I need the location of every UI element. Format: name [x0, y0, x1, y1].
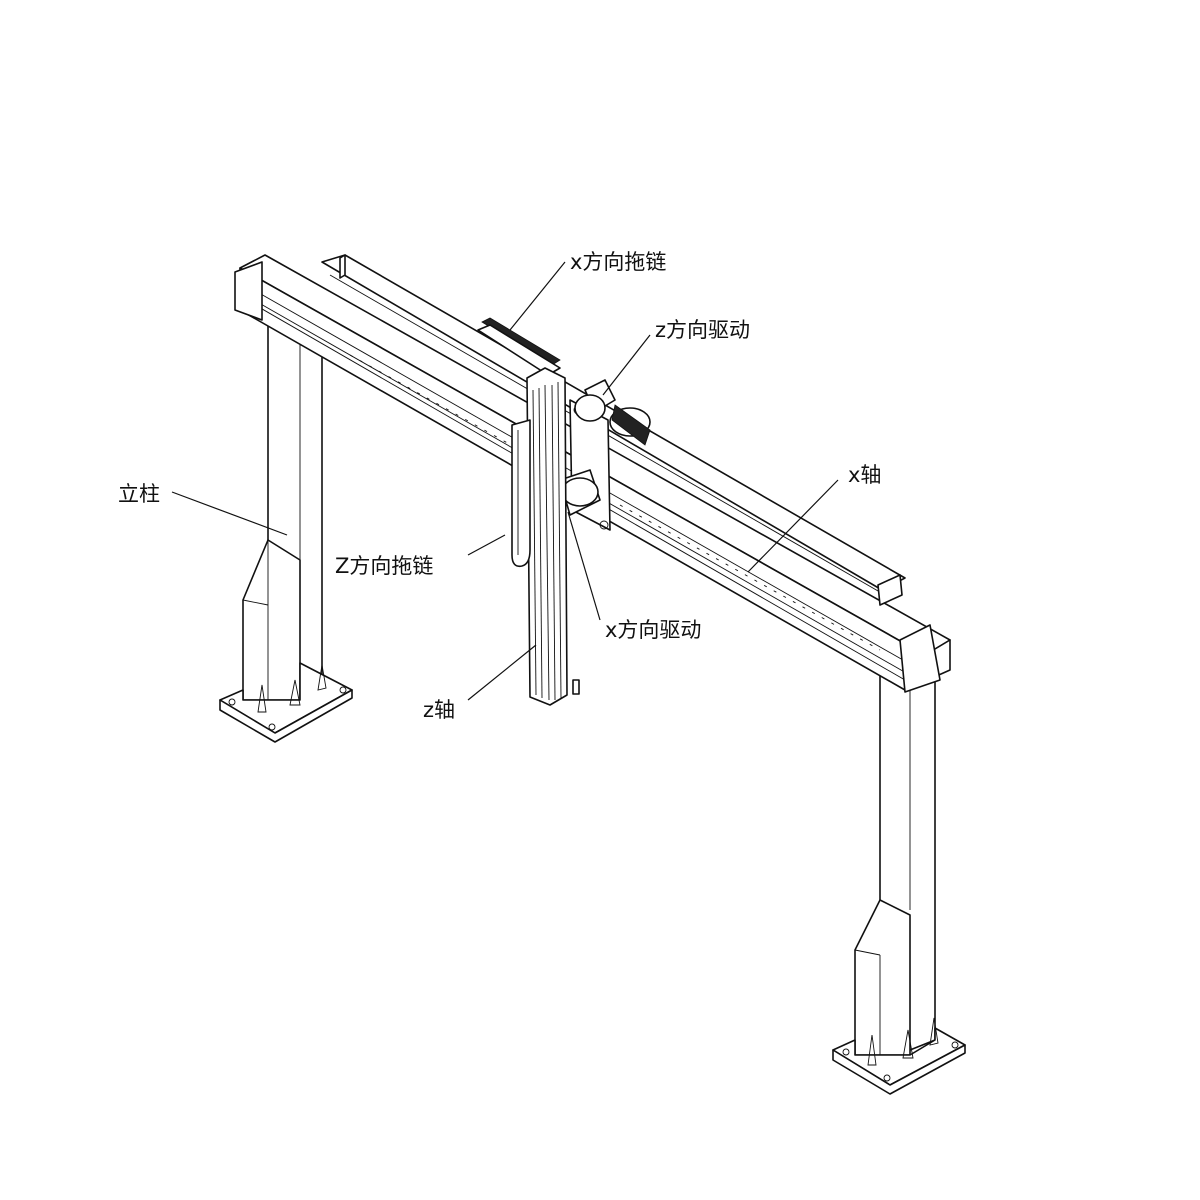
z-drive-motor	[574, 379, 651, 446]
z-drag-chain	[511, 419, 531, 568]
label-x-drag-chain: x方向拖链	[570, 250, 667, 274]
label-column: 立柱	[118, 482, 160, 506]
label-z-drive: z方向驱动	[655, 318, 751, 342]
label-x-drive: x方向驱动	[605, 618, 702, 642]
label-x-axis: x轴	[848, 463, 882, 487]
label-z-axis: z轴	[423, 698, 456, 722]
left-column	[219, 319, 353, 743]
z-axis-column	[526, 367, 580, 706]
label-z-drag-chain: Z方向拖链	[335, 554, 434, 578]
carriage	[535, 379, 651, 531]
x-drag-chain	[477, 317, 561, 376]
right-column	[832, 669, 966, 1095]
leader-lines	[171, 261, 839, 701]
